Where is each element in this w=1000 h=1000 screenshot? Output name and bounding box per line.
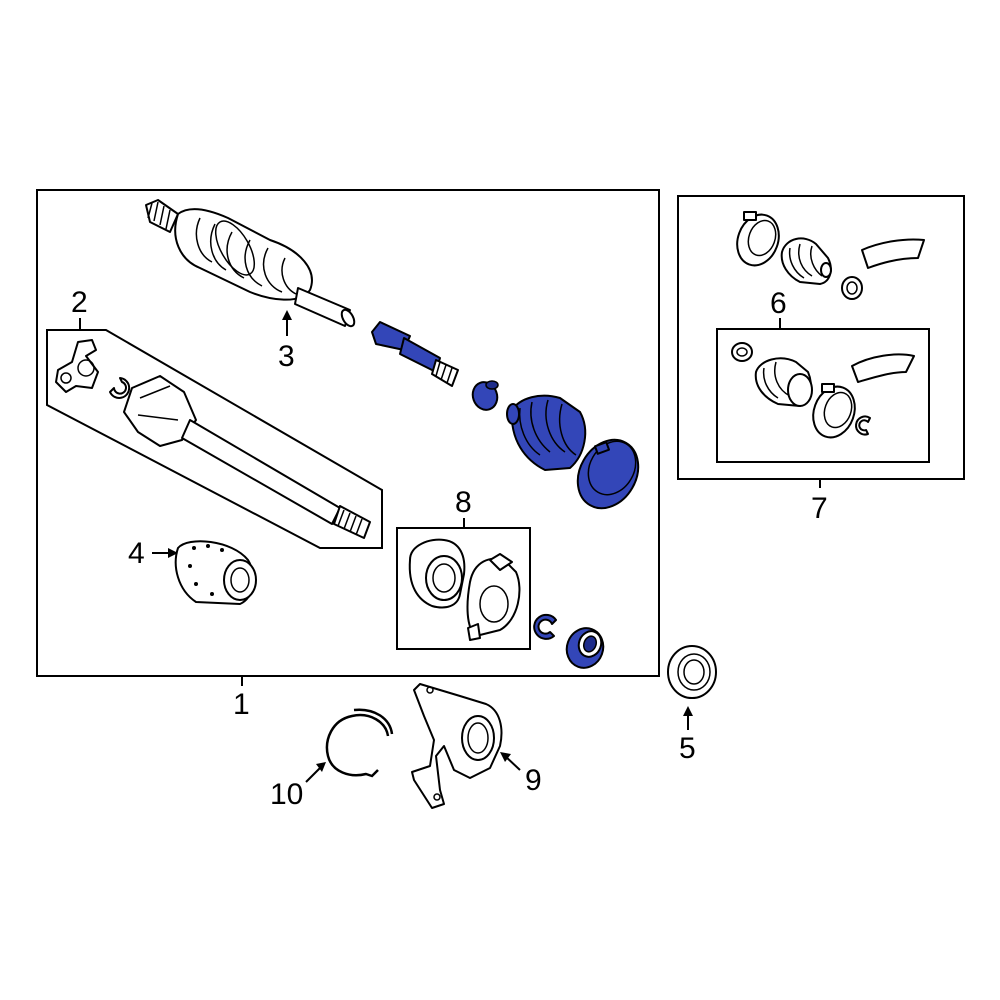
cv-boot[interactable]	[506, 394, 587, 471]
center-bearing-bracket[interactable]	[411, 683, 503, 809]
inner-joint-bearing[interactable]	[174, 540, 257, 605]
snap-ring[interactable]	[533, 613, 557, 640]
callout-5[interactable]: 5	[679, 732, 696, 765]
arrow-4	[168, 548, 178, 558]
arrow-5	[683, 706, 693, 716]
tripod-snap-ring[interactable]	[109, 377, 131, 399]
callout-8[interactable]: 8	[455, 486, 472, 519]
oil-seal[interactable]	[667, 645, 717, 699]
kit7-grease-pack[interactable]	[861, 238, 925, 269]
assembly-frame-1	[36, 189, 660, 677]
arrow-10	[316, 762, 326, 772]
callout-4[interactable]: 4	[128, 537, 145, 570]
boot-large-band[interactable]	[566, 429, 650, 519]
kit6-boot-band[interactable]	[806, 381, 861, 444]
callout-6[interactable]: 6	[770, 287, 787, 320]
bearing-race[interactable]	[408, 538, 466, 609]
callout-7[interactable]: 7	[811, 492, 828, 525]
leader-10	[305, 765, 323, 783]
boot-kit-inner-shaft[interactable]	[371, 321, 459, 387]
kit-frame-6	[716, 328, 930, 463]
dust-seal[interactable]	[561, 623, 609, 673]
arrow-9	[500, 752, 511, 762]
callout-3[interactable]: 3	[278, 340, 295, 373]
kit7-boot-band[interactable]	[730, 209, 785, 272]
callout-2[interactable]: 2	[71, 286, 88, 319]
kit-frame-2	[46, 329, 383, 549]
arrow-3	[282, 310, 292, 320]
kit7-clamp[interactable]	[841, 276, 863, 300]
kit6-grease-pack[interactable]	[851, 353, 915, 383]
kit7-cv-boot[interactable]	[780, 237, 832, 285]
retaining-clip[interactable]	[325, 708, 394, 778]
boot-clamp[interactable]	[469, 379, 501, 414]
kit6-clamp[interactable]	[731, 342, 753, 362]
tripod-joint[interactable]	[55, 339, 99, 393]
callout-9[interactable]: 9	[525, 764, 542, 797]
inner-joint-housing-shaft[interactable]	[123, 375, 371, 539]
bearing-retainer[interactable]	[466, 553, 521, 641]
kit-frame-7	[677, 195, 965, 480]
kit6-cv-joint[interactable]	[754, 357, 813, 407]
kit6-snap-ring[interactable]	[855, 415, 871, 436]
outer-cv-joint-shaft[interactable]	[145, 199, 357, 328]
callout-1[interactable]: 1	[233, 688, 250, 721]
callout-10[interactable]: 10	[270, 778, 303, 811]
